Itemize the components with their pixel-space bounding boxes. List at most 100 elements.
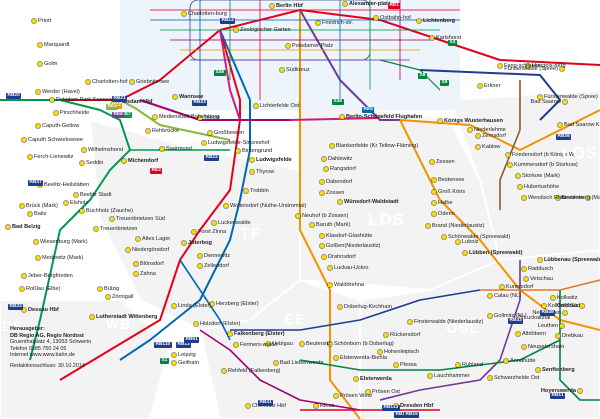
station-marker-kolkwitz-sued[interactable] xyxy=(541,303,547,309)
station-marker-baruth[interactable] xyxy=(309,222,315,228)
station-label-brueck[interactable]: Brück (Mark) xyxy=(26,203,59,209)
station-label-elsterwerda-biehla[interactable]: Elsterwerda-Biehla xyxy=(340,355,387,361)
station-label-berlin-hbf[interactable]: Berlin Hbf xyxy=(276,3,303,9)
station-marker-gross-koeris[interactable] xyxy=(431,189,437,195)
station-marker-brand[interactable] xyxy=(425,223,431,229)
station-marker-luckenwalde[interactable] xyxy=(211,220,217,226)
station-label-zeesen[interactable]: Zeesen xyxy=(436,159,455,165)
station-label-birkengrund[interactable]: Birkengrund xyxy=(242,148,273,154)
station-label-falkenberg[interactable]: Falkenberg (Elster) xyxy=(234,331,285,337)
station-marker-griebnitzsee[interactable] xyxy=(129,79,135,85)
station-label-lichterfelde-ost[interactable]: Lichterfelde Ost xyxy=(260,103,300,109)
station-marker-zahna[interactable] xyxy=(133,271,139,277)
station-label-bloensdorf[interactable]: Blönsdorf xyxy=(140,261,164,267)
station-label-bad-saarow[interactable]: Bad Saarow xyxy=(530,99,561,105)
station-marker-ludwigsfelde[interactable] xyxy=(249,157,255,163)
station-label-gross-koeris[interactable]: Groß Köris xyxy=(438,189,466,195)
station-label-hubertushoehe[interactable]: Hubertushöhe xyxy=(524,184,560,190)
station-marker-trebbin[interactable] xyxy=(243,188,249,194)
station-label-seddin[interactable]: Seddin xyxy=(86,160,104,166)
station-label-ruhland[interactable]: Ruhland xyxy=(462,362,483,368)
station-label-zellendorf[interactable]: Zellendorf xyxy=(204,263,229,269)
station-marker-kunersdorf[interactable] xyxy=(499,284,505,290)
station-marker-teltow[interactable] xyxy=(197,115,203,121)
station-label-wilhelmshorst[interactable]: Wilhelmshorst xyxy=(88,147,124,153)
station-marker-brueck[interactable] xyxy=(19,203,25,209)
station-label-kummersdorf[interactable]: Kummersdorf (b Storkow) xyxy=(514,162,578,168)
station-marker-werder[interactable] xyxy=(35,89,41,95)
station-label-kolkwitz[interactable]: Kolkwitz xyxy=(557,295,578,301)
station-label-caputh-schwielowsee[interactable]: Caputh Schwielowsee xyxy=(28,137,84,143)
station-label-treuenbrietzen-sued[interactable]: Treuenbrietzen Süd xyxy=(116,216,165,222)
station-marker-lichterfelde-ost[interactable] xyxy=(253,103,259,109)
station-label-hoyerswerda[interactable]: Hoyerswerda xyxy=(540,388,576,394)
station-label-senftenberg[interactable]: Senftenberg xyxy=(542,367,575,373)
station-label-karlshorst[interactable]: Karlshorst xyxy=(436,35,462,41)
station-label-plessa[interactable]: Plessa xyxy=(400,362,417,368)
line-badge-re8[interactable]: RE8 xyxy=(112,112,125,118)
station-label-rehfeld[interactable]: Rehfeld (Falkenberg) xyxy=(228,368,281,374)
station-label-bad-saarow-klinikum[interactable]: Bad Saarow Klinikum xyxy=(564,122,600,128)
station-marker-jeber-bergfrieden[interactable] xyxy=(21,273,27,279)
station-marker-bloensdorf[interactable] xyxy=(133,261,139,267)
station-marker-alexanderplatz[interactable] xyxy=(342,1,348,7)
station-label-saarmund[interactable]: Saarmund xyxy=(166,146,192,152)
station-marker-forst-zinna[interactable] xyxy=(191,229,197,235)
station-marker-gollmitz[interactable] xyxy=(487,313,493,319)
station-marker-altes-lager[interactable] xyxy=(135,236,141,242)
line-badge-rb37[interactable]: RB37 xyxy=(28,180,44,186)
line-badge-re1[interactable]: RE1 xyxy=(388,3,401,9)
station-marker-luckau[interactable] xyxy=(327,265,333,271)
station-label-schoenborn[interactable]: Schönborn (b Doberlug) xyxy=(334,341,394,347)
station-marker-elsterwerda[interactable] xyxy=(353,376,359,382)
station-label-elsholz[interactable]: Elsholz xyxy=(70,200,89,206)
station-marker-berlin-hbf[interactable] xyxy=(269,3,275,9)
line-badge-s3[interactable]: S3 xyxy=(448,40,457,46)
station-label-medienstadt[interactable]: Medienstadt Babelsberg xyxy=(159,114,220,120)
station-marker-linda[interactable] xyxy=(171,303,177,309)
station-label-luebbenau[interactable]: Lübbenau (Spreewald) xyxy=(544,257,600,263)
station-marker-berlin-schoenefeld[interactable] xyxy=(339,114,345,120)
line-badge-rb15[interactable]: RB15 xyxy=(404,412,420,418)
line-badge-s46[interactable]: S46 xyxy=(214,70,226,76)
station-marker-bad-liebenwerda[interactable] xyxy=(273,360,279,366)
station-marker-zossen[interactable] xyxy=(319,190,325,196)
station-label-beelitz-stadt[interactable]: Beelitz Stadt xyxy=(80,192,112,198)
station-label-cottbus[interactable]: Cottbus xyxy=(556,303,578,309)
station-marker-friedersdorf[interactable] xyxy=(505,152,511,158)
station-label-raddusch[interactable]: Raddusch xyxy=(528,266,554,272)
station-label-alexanderplatz[interactable]: Alexander-platz xyxy=(349,1,391,7)
station-marker-beeskow[interactable] xyxy=(585,195,591,201)
station-marker-woltersdorf[interactable] xyxy=(223,203,229,209)
station-marker-zoo[interactable] xyxy=(233,27,239,33)
station-label-blankenfelde[interactable]: Blankenfelde (Kr Teltow-Fläming) xyxy=(336,143,419,149)
station-marker-senftenberg[interactable] xyxy=(535,367,541,373)
station-label-lubolz[interactable]: Lubolz xyxy=(462,239,479,245)
station-marker-hohenleipisch[interactable] xyxy=(377,349,383,355)
station-label-ferch-lienewitz[interactable]: Ferch-Lienewitz xyxy=(34,154,74,160)
line-badge-re4[interactable]: RE4 xyxy=(106,104,119,110)
station-marker-storkow[interactable] xyxy=(515,173,521,179)
station-label-lindenberg[interactable]: Lindenberg (Mark) xyxy=(562,195,600,201)
station-label-zoernigall[interactable]: Zörnigall xyxy=(112,294,134,300)
station-label-holzdorf[interactable]: Holzdorf (Elster) xyxy=(200,321,241,327)
station-label-leipzig[interactable]: Leipzig xyxy=(178,352,196,358)
station-marker-bestensee[interactable] xyxy=(431,177,437,183)
station-marker-kolkwitz[interactable] xyxy=(550,295,556,301)
station-marker-charlottenburg[interactable] xyxy=(181,11,187,17)
station-label-rehbruecke[interactable]: Rehbrücke xyxy=(152,128,180,134)
station-label-hangelsberg[interactable]: Hangels-berg xyxy=(532,63,566,69)
station-marker-neupetershain[interactable] xyxy=(521,344,527,350)
line-badge-rb36[interactable]: RB36 xyxy=(556,134,572,140)
station-marker-koenigs-wusterhausen[interactable] xyxy=(437,118,443,124)
station-marker-dabendorf[interactable] xyxy=(319,179,325,185)
station-marker-cottbus[interactable] xyxy=(579,303,585,309)
station-label-annahuette[interactable]: Annahütte xyxy=(510,358,536,364)
station-marker-lubolz[interactable] xyxy=(455,239,461,245)
station-label-wannsee[interactable]: Wannsee xyxy=(179,94,204,100)
station-label-neuhof[interactable]: Neuhof (b Zossen) xyxy=(302,213,349,219)
station-label-charlottenburg[interactable]: Charlotten-burg xyxy=(188,11,227,17)
station-marker-falkenberg[interactable] xyxy=(227,331,233,337)
station-marker-oderin[interactable] xyxy=(431,211,437,217)
line-badge-rb113[interactable]: RB113 xyxy=(382,405,400,411)
